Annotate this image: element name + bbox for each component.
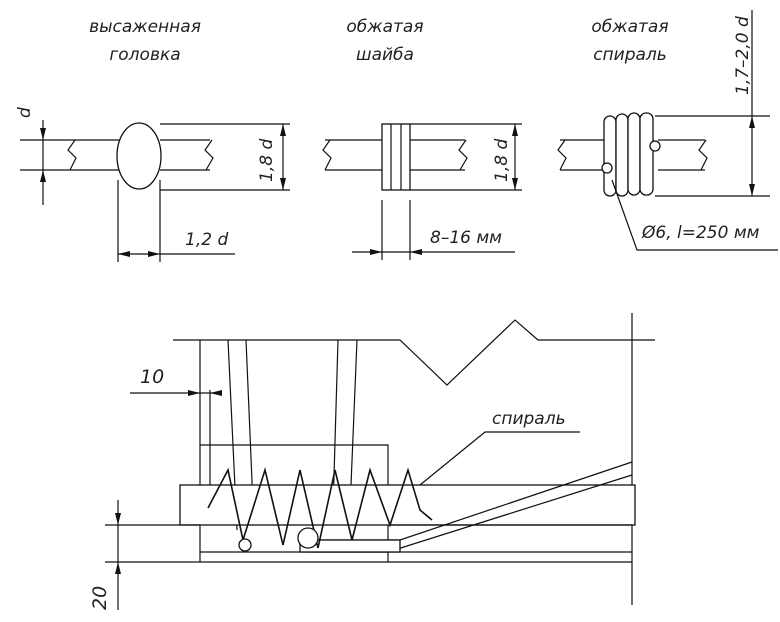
spiral-label: спираль	[492, 409, 566, 429]
arrow	[148, 251, 160, 257]
arrow	[40, 128, 46, 140]
arrow	[512, 178, 518, 190]
spiral-zigzag	[207, 467, 433, 549]
break-mark-left	[67, 139, 77, 171]
break-mark-left	[557, 139, 567, 171]
figure-crimped-spiral: обжатая спираль 1,7–2,0 d Ø6, l=250 мм	[557, 10, 778, 251]
break-mark-right	[458, 139, 468, 171]
caption-washer-line1: обжатая	[346, 17, 423, 37]
caption-upset-head-line1: высаженная	[89, 17, 201, 37]
leader-line-wire	[611, 179, 778, 251]
dim-wire-label: Ø6, l=250 мм	[641, 223, 760, 243]
arrow	[749, 116, 755, 128]
spiral-coil	[603, 115, 617, 197]
arrow	[280, 124, 286, 136]
rod-outline	[325, 139, 465, 171]
spiral-wire-end	[601, 162, 613, 174]
break-mark-right	[204, 139, 214, 171]
spiral-coil-end	[297, 527, 319, 549]
leader-line-spiral	[419, 431, 580, 486]
arrow	[210, 390, 222, 396]
caption-spiral-line2: спираль	[593, 45, 667, 65]
washer-shape	[381, 123, 411, 191]
horizontal-plate	[179, 484, 636, 526]
spiral-coil	[627, 112, 641, 196]
arrow	[188, 390, 200, 396]
arrow	[410, 249, 422, 255]
rod-outline	[560, 139, 705, 171]
dim-1-7-2-0d-label: 1,7–2,0 d	[733, 16, 753, 95]
figure-crimped-washer: обжатая шайба 1,8 d 8–16 мм	[322, 17, 522, 260]
stirrup-right	[332, 339, 358, 511]
arrow	[118, 251, 130, 257]
dim-1-2d-label: 1,2 d	[185, 230, 228, 250]
dim-washer-1-8d-label: 1,8 d	[492, 139, 512, 182]
dim-8-16mm-label: 8–16 мм	[430, 228, 502, 248]
arrow	[40, 170, 46, 182]
dim-d-label: d	[15, 107, 35, 118]
spiral-coil	[615, 113, 629, 197]
concrete-top-outline	[173, 319, 655, 386]
arrow	[512, 124, 518, 136]
upset-head-shape	[116, 122, 162, 190]
dim-10-label: 10	[140, 366, 164, 388]
arrow	[115, 562, 121, 574]
break-mark-right	[698, 139, 708, 171]
spiral-wire-end	[649, 140, 661, 152]
dim-1-8d-label: 1,8 d	[257, 139, 277, 182]
caption-washer-line2: шайба	[356, 45, 414, 65]
figure-upset-head: высаженная головка d 1,8 d 1,2 d	[15, 17, 290, 262]
anchor-detail: 10 спираль 20	[89, 313, 655, 610]
dim-20-label: 20	[89, 586, 111, 610]
caption-upset-head-line2: головка	[109, 45, 180, 65]
caption-spiral-line1: обжатая	[591, 17, 668, 37]
arrow	[115, 513, 121, 525]
rod-outline	[70, 139, 210, 171]
spiral-coil	[639, 112, 654, 196]
break-mark-left	[322, 139, 332, 171]
spiral-coil-end	[238, 538, 252, 552]
arrow	[370, 249, 382, 255]
rebar-end	[299, 539, 401, 553]
arrow	[280, 178, 286, 190]
arrow	[749, 184, 755, 196]
